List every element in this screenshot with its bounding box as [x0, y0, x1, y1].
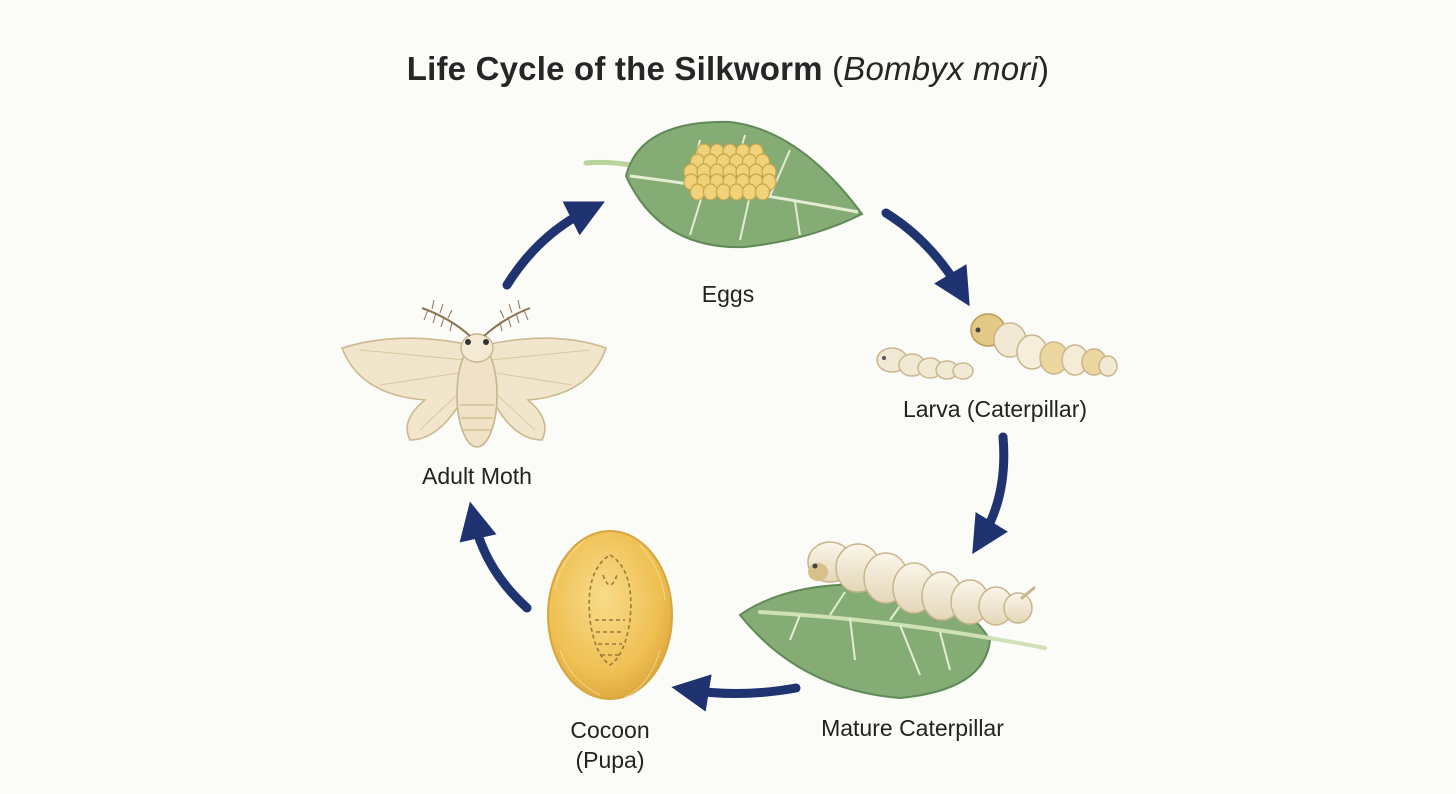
- small-larva: [876, 347, 974, 380]
- larva-illustration: [876, 313, 1118, 380]
- pupa-outline: [588, 554, 632, 666]
- label-eggs: Eggs: [701, 281, 755, 307]
- egg: [741, 183, 758, 201]
- egg: [702, 183, 719, 201]
- label-cocoon-line2: (Pupa): [575, 747, 645, 773]
- arrow-eggs-to-larva: [881, 208, 970, 307]
- adult-moth-illustration: [340, 299, 608, 448]
- title-main: Life Cycle of the Silkworm: [406, 50, 833, 87]
- title-close-paren: ): [1038, 50, 1050, 87]
- antenna-left: [421, 307, 471, 337]
- arrow-larva-to-mature: [972, 432, 1009, 555]
- label-cocoon-line1: Cocoon: [570, 717, 650, 743]
- egg: [728, 183, 745, 201]
- label-adult-moth: Adult Moth: [422, 463, 532, 489]
- egg: [689, 183, 706, 201]
- antenna-right: [483, 307, 531, 337]
- large-larva: [970, 313, 1118, 377]
- egg-cluster: [683, 143, 777, 201]
- mature-caterpillar-body: [807, 541, 1036, 626]
- label-cocoon: Cocoon (Pupa): [540, 715, 680, 775]
- egg: [754, 183, 771, 201]
- moth-wing-right: [484, 337, 608, 441]
- title-scientific-name: Bombyx mori: [843, 50, 1039, 87]
- moth-wing-left: [340, 337, 471, 441]
- diagram-title: Life Cycle of the Silkworm (Bombyx mori): [0, 50, 1456, 88]
- label-larva: Larva (Caterpillar): [902, 396, 1088, 422]
- title-open-paren: (: [832, 50, 844, 87]
- cocoon-illustration: [547, 530, 673, 700]
- label-mature-caterpillar: Mature Caterpillar: [821, 715, 1004, 741]
- arrow-cocoon-to-moth: [459, 501, 532, 613]
- egg: [715, 183, 732, 201]
- arrow-mature-to-cocoon: [671, 674, 801, 712]
- arrow-moth-to-eggs: [502, 201, 605, 290]
- eggs-leaf-illustration: [583, 120, 864, 249]
- mature-caterpillar-illustration: [738, 541, 1047, 700]
